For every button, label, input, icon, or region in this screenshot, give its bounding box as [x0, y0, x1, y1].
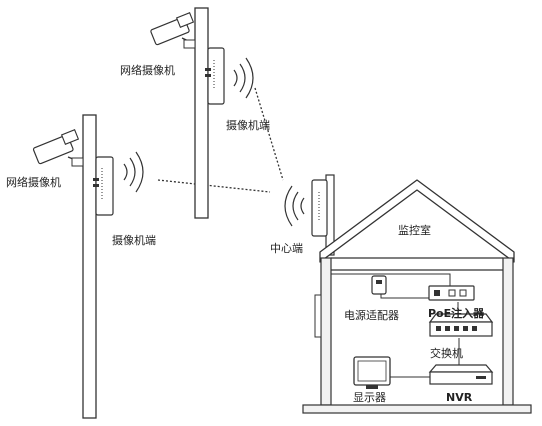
camera-icon [32, 129, 84, 167]
pole-top-group [150, 7, 254, 219]
label-bridge-top: 摄像机端 [226, 118, 270, 132]
bridge-device-icon [205, 47, 225, 105]
wireless-link-top [254, 87, 284, 181]
house-wall-left [320, 257, 332, 406]
label-room: 监控室 [398, 223, 431, 237]
label-camera-left: 网络摄像机 [6, 175, 61, 189]
signal-waves-icon [233, 57, 254, 99]
label-center: 中心端 [270, 242, 303, 255]
label-adapter: 电源适配器 [344, 308, 399, 322]
label-bridge-left: 摄像机端 [112, 233, 156, 247]
label-monitor: 显示器 [353, 391, 386, 404]
pole-left-group [32, 114, 144, 419]
pole-top [194, 7, 209, 219]
label-poe: PoE注入器 [428, 306, 485, 320]
pole-left [82, 114, 97, 419]
control-room-house [302, 179, 532, 414]
house-floor [302, 404, 532, 414]
label-camera-top: 网络摄像机 [120, 63, 175, 77]
house-wall-right [502, 257, 514, 406]
center-antenna-group [284, 174, 335, 256]
bridge-device-icon [311, 179, 328, 237]
wireless-link-left [157, 179, 271, 193]
nvr-icon [428, 364, 494, 385]
label-nvr: NVR [446, 391, 473, 404]
power-adapter-icon [371, 275, 387, 295]
bridge-device-icon [93, 156, 114, 216]
signal-waves-icon [123, 151, 144, 193]
signal-waves-icon [284, 185, 305, 227]
house-roof [319, 179, 515, 263]
poe-injector-icon [428, 285, 475, 301]
switch-icon [428, 313, 494, 337]
monitor-icon [353, 356, 391, 389]
label-switch: 交换机 [430, 346, 463, 360]
camera-icon [150, 12, 196, 49]
